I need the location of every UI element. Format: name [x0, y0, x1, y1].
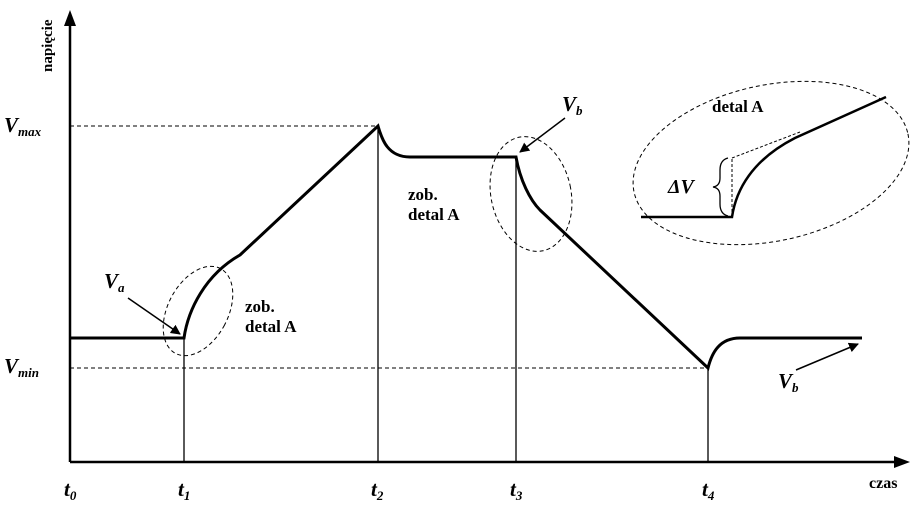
- t2-label: t2: [371, 477, 384, 503]
- inset-ellipse: [632, 80, 910, 246]
- vb-bottom-arrow: [795, 342, 859, 371]
- t1-label: t1: [178, 477, 190, 503]
- inset-waveform: [641, 95, 887, 219]
- detail-ref-2-line2: detal A: [408, 205, 460, 224]
- delta-v-brace-icon: [712, 157, 729, 217]
- vb-top-label: Vb: [562, 92, 583, 118]
- detail-ref-2-line1: zob.: [408, 185, 438, 204]
- t3-label: t3: [510, 477, 523, 503]
- detail-ellipse-t1: [162, 265, 234, 357]
- delta-v-label: ΔV: [667, 176, 696, 198]
- vb-bottom-label: Vb: [778, 369, 799, 395]
- inset-dashed-slope: [731, 131, 801, 159]
- vb-top-arrow: [519, 117, 566, 153]
- detail-ref-1-line1: zob.: [245, 297, 275, 316]
- va-label: Va: [104, 269, 125, 295]
- y-axis-label: napięcie: [40, 19, 56, 72]
- va-arrow: [127, 297, 181, 335]
- detail-ellipse-t3: [489, 136, 573, 252]
- vmin-label: Vmin: [4, 354, 39, 380]
- x-axis-label: czas: [869, 475, 897, 492]
- y-axis-arrow-icon: [64, 10, 76, 26]
- detail-ref-1-line2: detal A: [245, 317, 297, 336]
- t0-label: t0: [64, 477, 77, 503]
- t4-label: t4: [702, 477, 715, 503]
- x-axis-arrow-icon: [894, 456, 910, 468]
- voltage-waveform: [70, 123, 862, 371]
- inset-title: detal A: [712, 97, 764, 116]
- vmax-label: Vmax: [4, 113, 42, 139]
